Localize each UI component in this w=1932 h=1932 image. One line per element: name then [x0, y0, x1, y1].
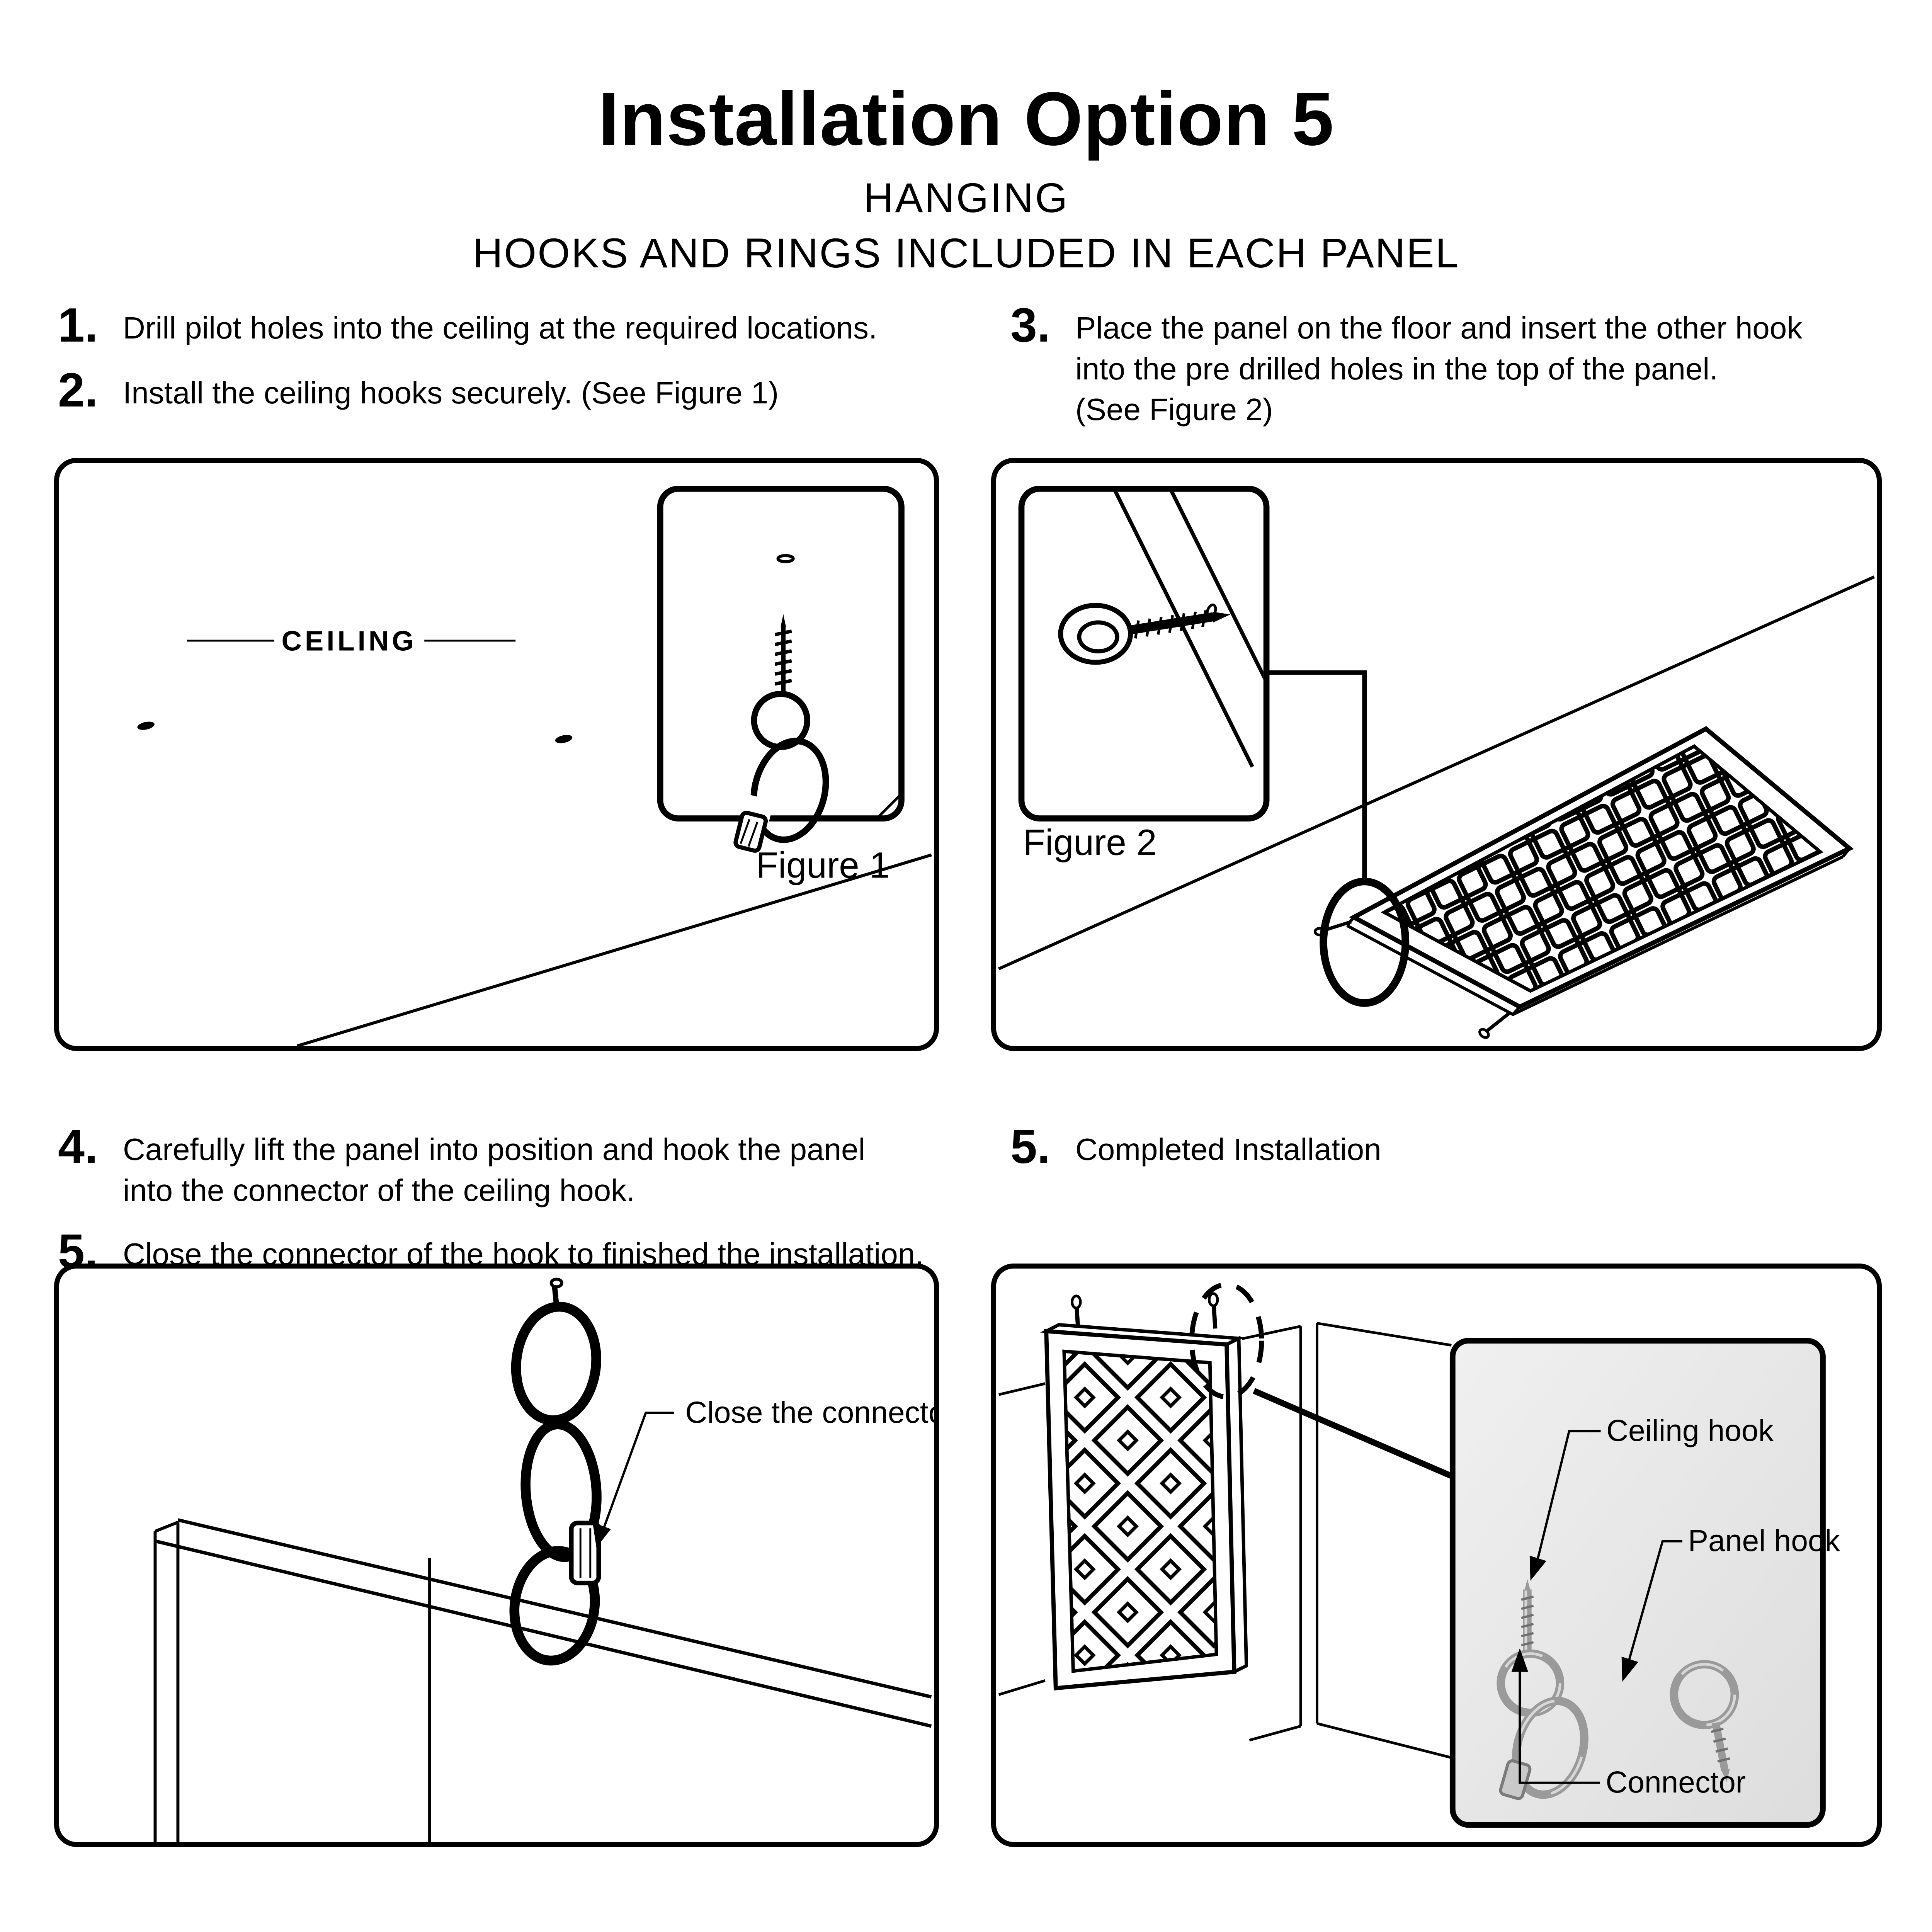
step-1-text: Drill pilot holes into the ceiling at th…	[123, 311, 878, 345]
figure-2-box: Figure 2	[991, 458, 1882, 1051]
panel-hook-eye-screw	[1058, 603, 1231, 665]
step-3-text: Place the panel on the floor and insert …	[1075, 311, 1803, 427]
close-connector-callout: Close the connector	[592, 1395, 934, 1548]
inset-frame	[1018, 485, 1270, 822]
steps-bottom-right: 5. Completed Installation	[1010, 1123, 1861, 1192]
step-2-text: Install the ceiling hooks securely. (See…	[123, 376, 779, 410]
hanging-chain	[509, 1277, 617, 1666]
connector-callout: Connector	[1511, 1648, 1746, 1799]
callout-arrowhead	[592, 1522, 611, 1548]
figure-4-box: Ceiling hook Panel hook Connector	[991, 1264, 1882, 1847]
screw-tip	[1524, 1579, 1531, 1592]
quick-link	[750, 738, 829, 843]
ceiling-hook-label: Ceiling hook	[1606, 1413, 1774, 1447]
panel-hook-label: Panel hook	[1688, 1524, 1840, 1558]
ceiling-label: CEILING	[282, 626, 417, 657]
subtitle-hooks-rings: HOOKS AND RINGS INCLUDED IN EACH PANEL	[473, 229, 1460, 276]
ceiling-wall-edge-line	[296, 853, 932, 1046]
connector-label: Connector	[1605, 1765, 1746, 1799]
ceiling-hole	[776, 554, 795, 563]
panel-hook-callout: Panel hook	[1621, 1524, 1840, 1682]
pilot-hole-left	[137, 721, 155, 730]
step-5-right-number: 5.	[1010, 1120, 1051, 1173]
figure-1-box: CEILING	[54, 458, 939, 1051]
callout-leader-line	[602, 1412, 674, 1531]
step-1-number: 1.	[58, 299, 98, 352]
figure-1-inset	[657, 485, 905, 853]
step-4-text: Carefully lift the panel into position a…	[123, 1132, 866, 1208]
hardware-inset: Ceiling hook Panel hook Connector	[1449, 1338, 1840, 1828]
figure-3-box: Close the connector	[54, 1264, 939, 1847]
screw-threads	[1521, 1595, 1534, 1646]
arrowhead	[1529, 1555, 1547, 1581]
leader-line	[1519, 1662, 1600, 1784]
figure-2-inset	[1018, 485, 1270, 822]
room-lines	[998, 1322, 1452, 1759]
leader-line	[1626, 1540, 1682, 1667]
screw-tip	[781, 614, 786, 627]
ceiling-hook-illustration	[733, 554, 829, 853]
panel-top-edge-3d	[153, 1518, 932, 1842]
panel-hook-right	[1211, 1304, 1218, 1329]
floor-wall-edge-line	[998, 575, 1875, 971]
panel-ridge-line	[177, 1518, 932, 1699]
panel-front-top-line	[155, 1539, 932, 1728]
ceiling-hook-callout: Ceiling hook	[1529, 1413, 1774, 1581]
step-5-right-text: Completed Installation	[1075, 1132, 1381, 1167]
screw-tip	[1721, 1769, 1730, 1782]
figure-3-drawing: Close the connector	[153, 1277, 934, 1842]
step-1: 1. Drill pilot holes into the ceiling at…	[58, 301, 939, 349]
step-2-number: 2.	[58, 364, 98, 417]
panel-edge-detail	[1058, 492, 1264, 768]
panel-hook-stub-2	[1486, 1012, 1511, 1032]
eye-ring-inner	[1077, 620, 1119, 654]
figure-1-caption: Figure 1	[756, 845, 889, 886]
arrowhead	[1621, 1656, 1638, 1682]
figure-2-caption: Figure 2	[1023, 822, 1156, 863]
ceiling-diagram	[137, 639, 932, 1046]
subtitle-hanging: HANGING	[863, 174, 1069, 221]
leader-line	[1535, 1430, 1601, 1566]
page-title: Installation Option 5	[598, 77, 1334, 161]
figure-1-drawing: CEILING	[137, 485, 932, 1046]
hanging-panel	[1040, 1292, 1248, 1690]
step-4: 4. Carefully lift the panel into positio…	[58, 1123, 958, 1211]
chain-link-1	[511, 1301, 601, 1425]
quick-link-sleeve	[733, 811, 768, 853]
screw-threads	[1134, 610, 1207, 639]
screw-tip	[1213, 612, 1231, 622]
panel-lattice	[1064, 1351, 1216, 1671]
panel-hook-hardware	[1670, 1660, 1739, 1782]
inset-leader-line	[1266, 670, 1367, 883]
floor-panel	[1313, 726, 1854, 1039]
inset-fold-mark	[877, 795, 900, 818]
close-connector-label: Close the connector	[685, 1395, 934, 1429]
step-4-number: 4.	[58, 1120, 98, 1173]
pilot-hole-right	[555, 735, 573, 743]
steps-bottom-left: 4. Carefully lift the panel into positio…	[58, 1123, 958, 1297]
panel-edge-line-2	[1167, 492, 1264, 688]
corner-callout-circle	[1320, 878, 1410, 1007]
step-3-number: 3.	[1010, 299, 1051, 352]
step-5-right: 5. Completed Installation	[1010, 1123, 1861, 1171]
step-3: 3. Place the panel on the floor and inse…	[1010, 301, 1911, 430]
step-2: 2. Install the ceiling hooks securely. (…	[58, 366, 939, 414]
figure-4-drawing: Ceiling hook Panel hook Connector	[998, 1282, 1840, 1828]
steps-top-right: 3. Place the panel on the floor and inse…	[1010, 301, 1911, 452]
connector-sleeve	[569, 1520, 601, 1585]
arrowhead	[1511, 1648, 1528, 1672]
inset-leader-line	[1253, 1388, 1454, 1480]
panel-hook-stub-1	[1324, 920, 1352, 932]
ceiling-hook-stub	[549, 1277, 563, 1289]
screw-threads	[1711, 1728, 1730, 1763]
chain-link-3	[509, 1546, 600, 1666]
hook-callout-dashed-circle	[1189, 1282, 1264, 1400]
header: Installation Option 5 HANGING HOOKS AND …	[0, 79, 1932, 277]
screw-threads	[774, 629, 792, 686]
figure-2-drawing: Figure 2	[998, 485, 1875, 1039]
steps-top-left: 1. Drill pilot holes into the ceiling at…	[58, 301, 939, 436]
